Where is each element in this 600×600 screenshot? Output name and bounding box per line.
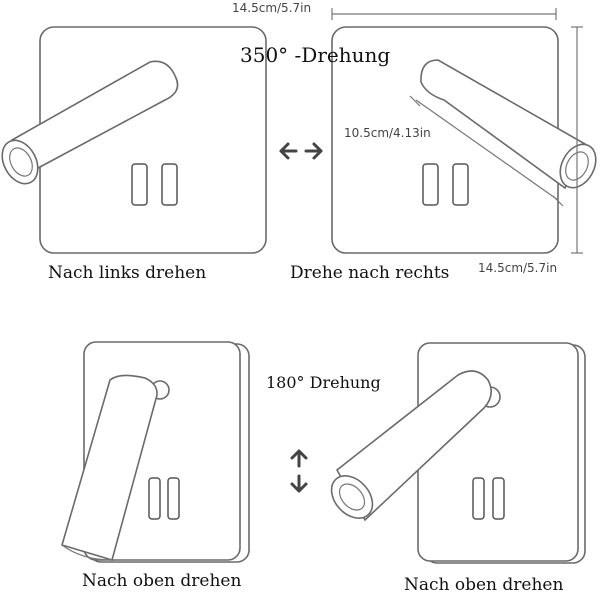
width-dimension: 14.5cm/5.7in [232, 1, 557, 20]
usb-port-left [422, 163, 439, 206]
dimension-width: 14.5cm/5.7in [232, 1, 311, 15]
lamp-top-left: Nach links drehen [1, 26, 267, 283]
caption-rotate-up-right: Nach oben drehen [404, 575, 563, 595]
lamp-bottom-left: Nach oben drehen [61, 341, 250, 591]
lamp-bottom-right: Nach oben drehen [330, 342, 586, 595]
dimension-height: 14.5cm/5.7in [478, 261, 557, 275]
usb-port-right [492, 477, 505, 520]
lamp-tube [61, 374, 158, 562]
usb-port-right [161, 163, 178, 206]
usb-port-left [131, 163, 148, 206]
double-arrow-horizontal-icon [279, 142, 323, 160]
caption-rotate-left: Nach links drehen [48, 263, 206, 283]
lamp-top-right: 10.5cm/4.13in Drehe nach rechts [290, 26, 597, 283]
lamp-tube [1, 60, 179, 185]
rotation-heading-180: 180° Drehung [266, 373, 381, 392]
lamp-tube [330, 370, 492, 522]
wall-plate [417, 342, 579, 562]
height-dimension: 14.5cm/5.7in [478, 26, 583, 275]
rotation-heading-350: 350° -Drehung [240, 43, 390, 67]
usb-port-right [452, 163, 469, 206]
usb-port-right [167, 477, 180, 520]
double-arrow-vertical-icon [290, 449, 308, 493]
usb-port-left [472, 477, 485, 520]
lamp-tube [420, 59, 597, 190]
caption-rotate-up-left: Nach oben drehen [82, 571, 241, 591]
tube-length-dimension: 10.5cm/4.13in [344, 95, 564, 207]
dimension-tube-length: 10.5cm/4.13in [344, 126, 431, 140]
caption-rotate-right: Drehe nach rechts [290, 263, 449, 283]
usb-port-left [148, 477, 161, 520]
